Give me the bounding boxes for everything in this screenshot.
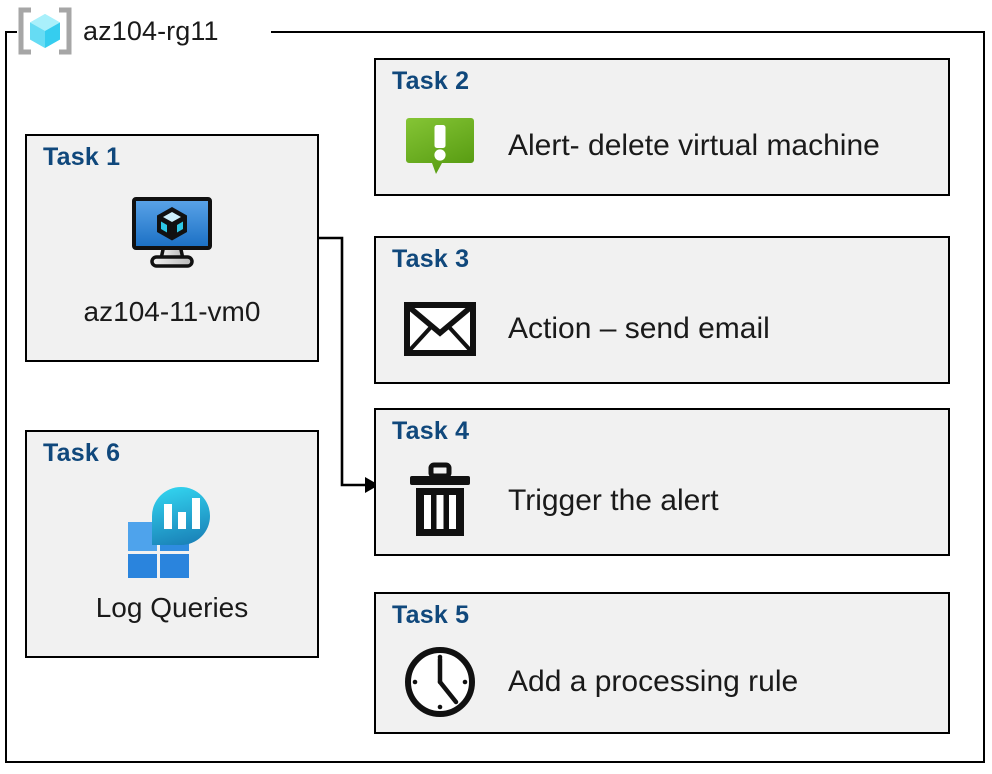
task-label: Task 6 xyxy=(43,439,121,467)
azure-resource-group-icon xyxy=(17,7,73,55)
task-caption: az104-11-vm0 xyxy=(83,296,261,327)
alert-bubble-icon xyxy=(400,110,480,182)
task-card-body: Action – send email xyxy=(400,280,940,378)
envelope-icon xyxy=(400,300,480,358)
task-card-body: Add a processing rule xyxy=(400,636,940,728)
task-card-task3[interactable]: Task 3 Action – send email xyxy=(374,236,950,384)
task-caption: Add a processing rule xyxy=(508,665,799,699)
task-label: Task 1 xyxy=(43,143,121,171)
task-label: Task 3 xyxy=(392,245,470,273)
task-card-body: Alert- delete virtual machine xyxy=(400,102,940,190)
task-card-task2[interactable]: Task 2 Alert- delete virtual machine xyxy=(374,58,950,196)
trash-can-icon xyxy=(400,462,480,540)
log-analytics-icon xyxy=(120,482,224,578)
task-caption: Trigger the alert xyxy=(508,484,719,518)
task-card-body: Trigger the alert xyxy=(400,452,940,550)
task-card-body: az104-11-vm0 xyxy=(27,180,317,360)
task-card-task6[interactable]: Task 6 xyxy=(25,430,319,658)
task-label: Task 2 xyxy=(392,67,470,95)
task-card-task1[interactable]: Task 1 xyxy=(25,134,319,362)
clock-icon xyxy=(400,644,480,720)
task-caption: Log Queries xyxy=(95,592,249,623)
task-card-task5[interactable]: Task 5 Add a processing rule xyxy=(374,592,950,734)
task-card-body: Log Queries xyxy=(27,476,317,656)
virtual-machine-icon xyxy=(126,186,218,282)
resource-group-name: az104-rg11 xyxy=(83,15,219,46)
task-card-task4[interactable]: Task 4 Trigger the alert xyxy=(374,408,950,556)
resource-group-frame xyxy=(5,31,985,763)
task-caption: Alert- delete virtual machine xyxy=(508,129,880,163)
task-label: Task 4 xyxy=(392,417,470,445)
task-label: Task 5 xyxy=(392,601,470,629)
task-caption: Action – send email xyxy=(508,312,770,346)
resource-group-header: az104-rg11 xyxy=(17,5,219,57)
